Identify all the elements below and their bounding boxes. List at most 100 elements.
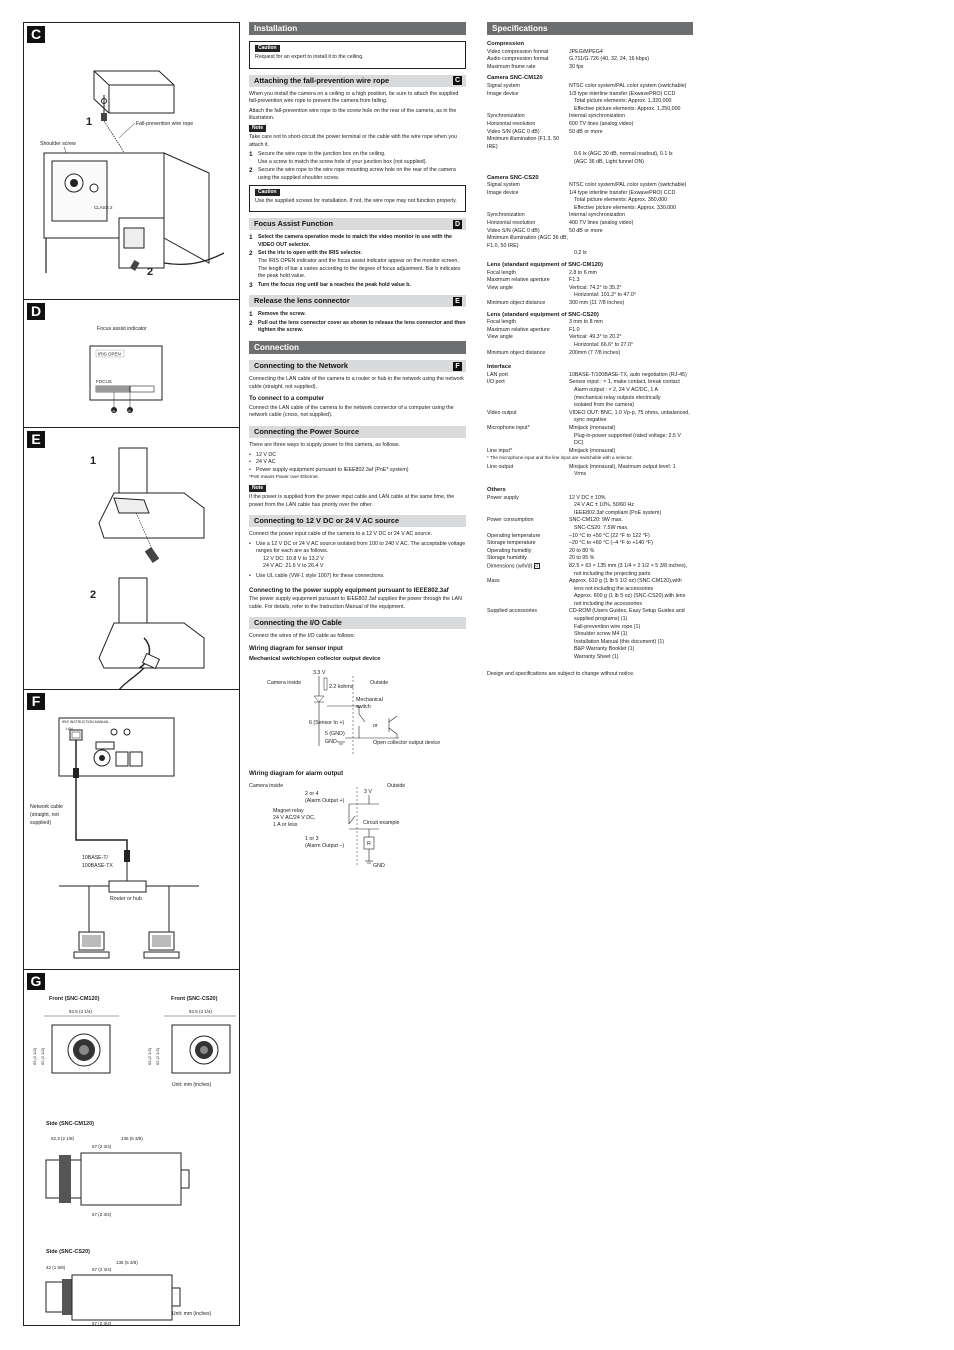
- spec-value: 0.2 lx: [574, 250, 587, 257]
- d2-outside: Outside: [387, 783, 405, 789]
- spec-value: –10 °C to +50 °C (22 °F to 122 °F): [569, 532, 650, 539]
- lan-port-label: LAN: [66, 727, 73, 731]
- panel-g-letter: G: [27, 973, 45, 990]
- shoulder-label: Shoulder screw: [40, 141, 76, 147]
- side-cm-d4: 67 (2 3/4): [92, 1212, 112, 1217]
- spec-value: Vertical: 74.2° to 35.2°: [569, 284, 622, 291]
- lens-cs20-heading: Lens (standard equipment of SNC-CS20): [487, 311, 599, 318]
- panel-g: G Front (SNC-CM120) Front (SNC-CS20) 82.…: [24, 970, 239, 1326]
- d1-open-collector: Open collector output device: [373, 740, 440, 746]
- spec-key: Microphone input*: [487, 424, 530, 431]
- spec-key: [487, 639, 569, 647]
- spec-key: [487, 395, 569, 403]
- d1-mechanical: Mechanical: [356, 697, 383, 703]
- power-bullet-2: •24 V AC: [249, 459, 276, 466]
- others-heading: Others: [487, 486, 506, 493]
- d2-circuit-example: Circuit example: [363, 820, 400, 826]
- spec-key: View angle: [487, 284, 513, 291]
- power-text: There are three ways to supply power to …: [249, 442, 401, 449]
- spec-value: 200mm (7 7/8 inches): [569, 349, 621, 356]
- power-bullet-3: •Power supply equipment pursuant to IEEE…: [249, 466, 409, 473]
- spec-row: Installation Manual (this document) (1): [487, 639, 693, 647]
- spec-key: [487, 601, 569, 609]
- spec-value: Minijack (monaural): [569, 447, 616, 454]
- dc-range-2: 24 V AC: 21.6 V to 26.4 V: [263, 563, 324, 570]
- side-cs-label: Side (SNC-CS20): [46, 1249, 90, 1255]
- spec-key: [487, 502, 569, 510]
- spec-row: Video compression format JPEG/MPEG4: [487, 49, 693, 57]
- panel-e: E 1 2: [24, 428, 239, 690]
- wire-note-tag: Note: [249, 124, 267, 132]
- spec-key: Video compression format: [487, 48, 549, 55]
- spec-value: Vrms: [574, 471, 587, 478]
- spec-row: Minimum illumination (F1.3, 50 IRE): [487, 136, 693, 151]
- spec-value: JPEG/MPEG4: [569, 48, 603, 55]
- spec-value: Effective picture elements: Approx. 1,25…: [574, 105, 681, 112]
- spec-key: Image device: [487, 189, 519, 196]
- wire-rope-letter: C: [453, 76, 462, 86]
- unit-label-1: Unit: mm (inches): [172, 1082, 212, 1088]
- spec-value: not including the accessories: [574, 600, 643, 607]
- spec-key: Maximum frame rate: [487, 63, 536, 70]
- spec-value: F1.3: [569, 277, 580, 284]
- spec-row: B&P Warranty Booklet (1): [487, 646, 693, 654]
- spec-key: [487, 525, 569, 533]
- spec-row: 24 V AC ± 10%, 50/60 Hz: [487, 502, 693, 510]
- d1-outside: Outside: [370, 680, 388, 686]
- panel-f: F IRIS INSTRUCTION MANUAL LAN Network ca…: [24, 690, 239, 970]
- spec-key: Video output: [487, 409, 517, 416]
- network-illustration: IRIS INSTRUCTION MANUAL LAN Network cabl…: [30, 717, 199, 959]
- side-cs-d4: 67 (2 3/4): [92, 1321, 112, 1326]
- spec-value: Shoulder screw M4 (1): [574, 631, 628, 638]
- wire-intro2: Attach the fall-prevention wire rope to …: [249, 107, 457, 122]
- unit-label-2: Unit: mm (inches): [172, 1311, 212, 1317]
- spec-value: IEEE802.3af compliant (PoE system): [574, 509, 662, 516]
- dc-header: Connecting to 12 V DC or 24 V AC source: [249, 515, 466, 528]
- power-bullet-1: •12 V DC: [249, 451, 277, 458]
- spec-key: Focal length: [487, 319, 516, 326]
- spec-value: Horizontal: 66.6° to 27.0°: [574, 341, 634, 348]
- network-cable-l2: (straight, not: [30, 812, 59, 818]
- spec-row: supplied programs) (1): [487, 616, 693, 624]
- specifications-header: Specifications: [487, 22, 693, 35]
- spec-value: 300 mm (11 7/8 inches): [569, 300, 625, 306]
- spec-value: G.711/G.726 (40, 32, 24, 16 kbps): [569, 56, 649, 63]
- spec-key: Maximum relative aperture: [487, 326, 550, 333]
- spec-value: 1/4 type interline transfer (ExwavePRO) …: [569, 189, 676, 196]
- spec-row: DC): [487, 440, 693, 448]
- spec-key: [487, 159, 569, 167]
- fall-label: Fall-prevention wire rope: [136, 121, 193, 127]
- spec-key: Storage humidity: [487, 555, 527, 562]
- spec-key: [487, 433, 569, 441]
- spec-key: [487, 593, 569, 601]
- spec-key: Signal system: [487, 182, 520, 189]
- focus-indicator-title: Focus assist indicator: [97, 326, 147, 332]
- spec-row: (AGC 36 dB, Light funnel ON): [487, 159, 693, 167]
- d1-resistor: 2.2 kohms: [329, 684, 354, 690]
- spec-value: [569, 136, 693, 151]
- pc-title: To connect to a computer: [249, 395, 325, 403]
- spec-key: Minimum object distance: [487, 300, 546, 306]
- spec-key: I/O port: [487, 379, 505, 386]
- poe-title: Connecting to the power supply equipment…: [249, 586, 449, 594]
- panel-c-num1: 1: [86, 116, 92, 128]
- wire-rope-illustration: 1 Fall-prevention wire rope Shoulder scr…: [40, 70, 225, 278]
